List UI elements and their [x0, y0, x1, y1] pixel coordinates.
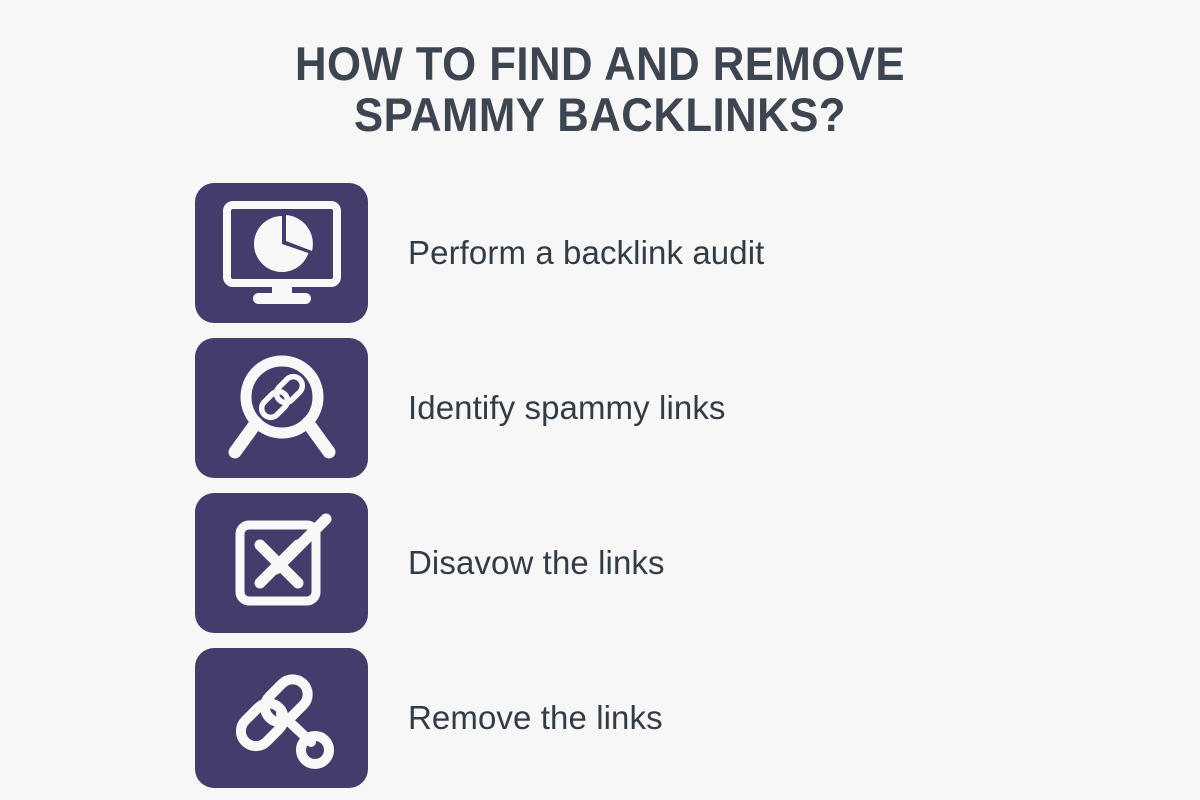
list-item-label: Disavow the links: [408, 544, 665, 581]
step-icon-tile: [195, 338, 368, 478]
list-item: Remove the links: [195, 648, 1095, 788]
list-item-label: Perform a backlink audit: [408, 234, 765, 271]
page-title: HOW TO FIND AND REMOVE SPAMMY BACKLINKS?: [0, 38, 1200, 140]
monitor-pie-chart-icon: [222, 201, 341, 305]
crossed-out-box-icon: [230, 511, 334, 615]
page-title-line-1: HOW TO FIND AND REMOVE: [294, 37, 906, 90]
step-icon-tile: [195, 493, 368, 633]
step-icon-tile: [195, 183, 368, 323]
magnifier-link-icon: [223, 352, 341, 464]
page-title-line-2: SPAMMY BACKLINKS?: [354, 88, 846, 141]
list-item: Identify spammy links: [195, 338, 1095, 478]
broken-chain-scissors-icon: [227, 664, 337, 772]
steps-list: Perform a backlink audit: [195, 183, 1095, 788]
step-icon-tile: [195, 648, 368, 788]
list-item-label: Identify spammy links: [408, 389, 726, 426]
list-item: Perform a backlink audit: [195, 183, 1095, 323]
list-item: Disavow the links: [195, 493, 1095, 633]
list-item-label: Remove the links: [408, 699, 663, 736]
